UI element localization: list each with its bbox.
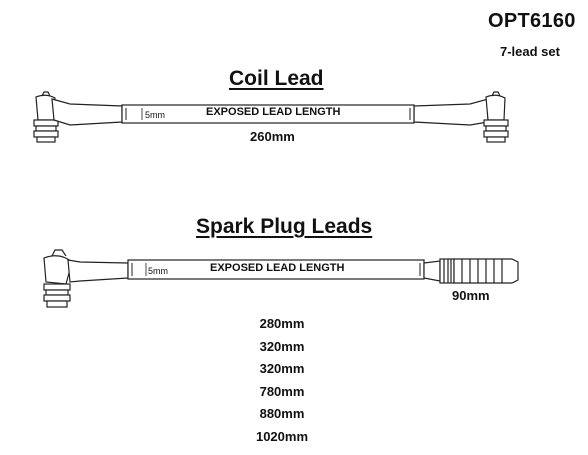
spark-left-boot-icon — [67, 259, 129, 283]
spark-end-offset-label: 5mm — [148, 266, 168, 276]
lead-length-item: 1020mm — [255, 428, 309, 444]
spark-right-boot-icon — [423, 258, 519, 284]
coil-exposed-label: EXPOSED LEAD LENGTH — [206, 106, 341, 118]
spark-plug-leads-title: Spark Plug Leads — [196, 215, 373, 238]
lead-length-item: 780mm — [259, 383, 305, 399]
spark-exposed-label: EXPOSED LEAD LENGTH — [210, 262, 345, 274]
coil-right-boot-icon — [413, 98, 489, 126]
lead-length-item: 280mm — [259, 316, 305, 331]
part-number: OPT6160 — [488, 10, 576, 32]
coil-end-offset-label: 5mm — [145, 110, 165, 120]
set-description: 7-lead set — [500, 44, 560, 59]
coil-lead-title: Coil Lead — [229, 67, 324, 90]
spark-lead-diagram: 5mm EXPOSED LEAD LENGTH — [43, 249, 519, 308]
lead-length-item: 320mm — [259, 361, 305, 376]
spark-left-terminal-icon — [43, 249, 73, 308]
lead-length-item: 320mm — [259, 338, 305, 354]
coil-lead-diagram: 5mm EXPOSED LEAD LENGTH — [33, 91, 509, 143]
coil-left-boot-icon — [51, 98, 123, 126]
lead-length-item: 880mm — [259, 406, 305, 421]
spark-lead-lengths-list: 280mm 320mm 320mm 780mm 880mm 1020mm — [252, 313, 312, 448]
coil-left-terminal-icon — [33, 91, 59, 143]
spark-boot-length: 90mm — [452, 288, 490, 303]
coil-lead-length: 260mm — [250, 129, 295, 144]
coil-right-terminal-icon — [483, 91, 509, 143]
coil-exposed-lead — [121, 104, 415, 124]
